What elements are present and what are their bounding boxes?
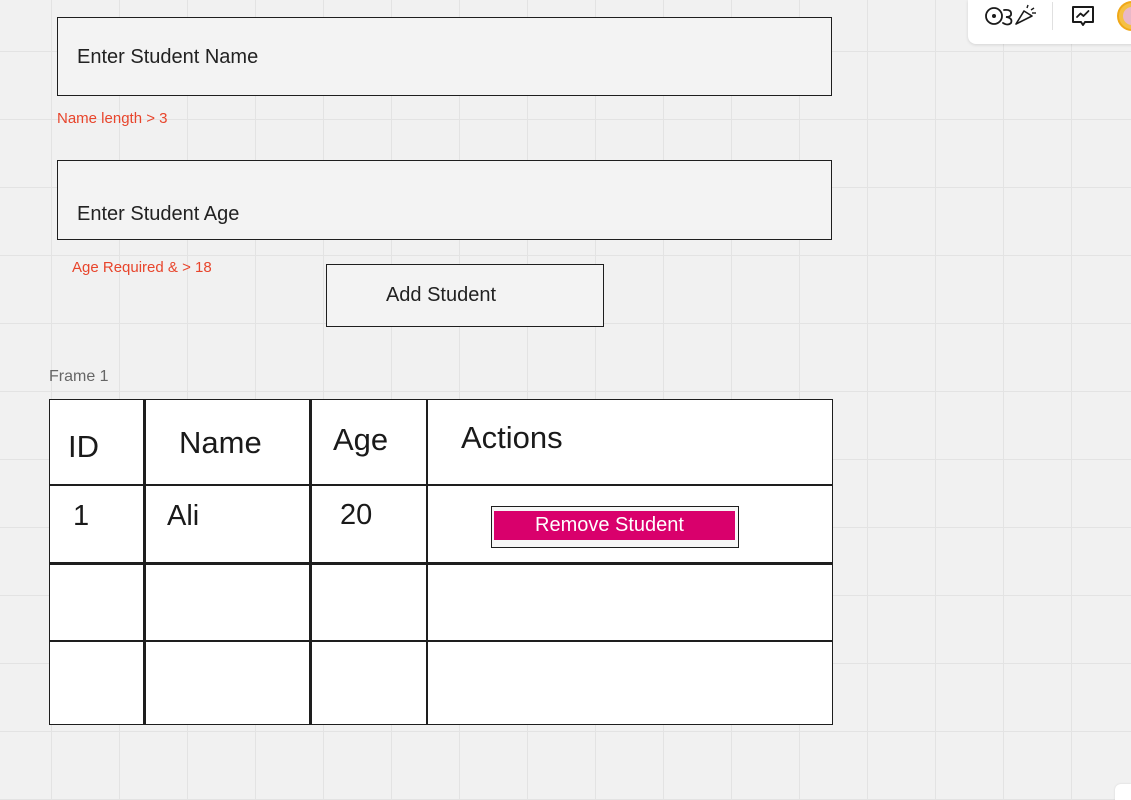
row-divider — [50, 640, 832, 642]
row-divider — [50, 484, 832, 486]
reactions-icon[interactable] — [982, 3, 1038, 29]
header-actions: Actions — [461, 420, 563, 455]
student-age-placeholder: Enter Student Age — [77, 203, 240, 225]
students-table: ID Name Age Actions 1 Ali 20 Remove Stud… — [49, 399, 833, 725]
age-validation-message: Age Required & > 18 — [72, 259, 212, 276]
avatar-image — [1123, 7, 1131, 25]
row-divider — [50, 562, 832, 565]
remove-student-label: Remove Student — [535, 514, 684, 536]
student-name-input[interactable]: Enter Student Name — [57, 17, 832, 96]
row-age-cell: 20 — [340, 499, 373, 531]
comment-chart-icon[interactable] — [1070, 3, 1096, 29]
remove-student-frame: Remove Student — [491, 506, 739, 548]
student-name-placeholder: Enter Student Name — [77, 46, 259, 68]
row-name-cell: Ali — [167, 500, 200, 532]
toolbar-divider — [1052, 2, 1053, 30]
top-right-toolbar — [968, 0, 1131, 44]
student-age-input[interactable]: Enter Student Age — [57, 160, 832, 240]
frame-label: Frame 1 — [49, 368, 109, 385]
name-validation-message: Name length > 3 — [57, 110, 168, 127]
header-id: ID — [68, 429, 99, 464]
remove-student-button[interactable]: Remove Student — [494, 511, 735, 540]
add-student-label: Add Student — [385, 284, 497, 306]
corner-widget[interactable] — [1115, 784, 1131, 800]
row-id-cell: 1 — [73, 500, 90, 532]
header-age: Age — [333, 422, 389, 457]
user-avatar[interactable] — [1117, 1, 1131, 31]
add-student-button[interactable]: Add Student — [326, 264, 604, 327]
header-name: Name — [179, 425, 262, 460]
